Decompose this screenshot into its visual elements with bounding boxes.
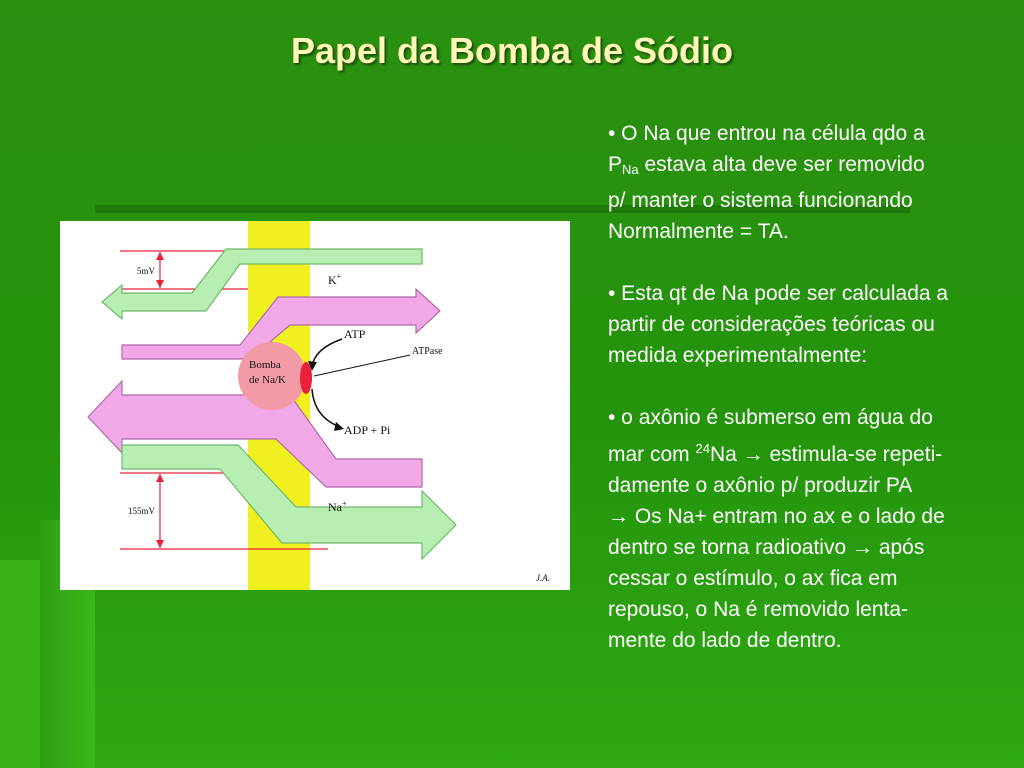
label-k: K+ — [328, 272, 342, 287]
dimension-5mv-arrow-down — [156, 280, 164, 288]
bullet-2: • Esta qt de Na pode ser calculada a par… — [608, 282, 949, 367]
bullet-1-text-b: estava alta deve ser removido p/ manter … — [608, 153, 925, 243]
adp-curve-arrow — [311, 388, 341, 428]
bullet-1: • O Na que entrou na célula qdo a PNa es… — [608, 118, 1024, 247]
label-adp-pi: ADP + Pi — [344, 423, 391, 437]
sodium-potassium-pump — [238, 342, 306, 410]
bullet-3-superscript: 24 — [695, 441, 710, 456]
bullet-text-column: • O Na que entrou na célula qdo a PNa es… — [608, 118, 1024, 656]
adp-arrowhead — [334, 422, 344, 431]
bullet-1-subscript: Na — [622, 162, 639, 177]
pump-diagram: 5mV 155mV Bomba de Na/K K+ ATP ATPase AD… — [87, 221, 550, 590]
dimension-155mv-arrow-down — [156, 540, 164, 548]
dimension-5mv-arrow-up — [156, 252, 164, 260]
decorative-bar-corner — [0, 560, 40, 768]
bullet-3-text-b: Na → estimula-se repeti- damente o axôni… — [608, 443, 945, 652]
atpase-leader-line — [313, 354, 411, 377]
k-efflux-arrow — [101, 248, 423, 321]
bullet-1-text-a: • O Na que entrou na célula qdo a P — [608, 122, 925, 176]
label-atpase: ATPase — [412, 346, 443, 357]
k-influx-arrow — [121, 287, 441, 360]
label-pump-line2: de Na/K — [249, 374, 286, 386]
dimension-155mv-arrow-up — [156, 474, 164, 482]
atp-arrowhead — [308, 361, 317, 371]
signature: J.A. — [536, 573, 550, 583]
label-pump-line1: Bomba — [249, 359, 281, 371]
na-efflux-arrow — [87, 379, 423, 488]
label-5mv: 5mV — [137, 266, 156, 276]
sodium-pump-figure: 5mV 155mV Bomba de Na/K K+ ATP ATPase AD… — [60, 221, 570, 590]
slide-title: Papel da Bomba de Sódio — [290, 30, 734, 71]
na-influx-arrow — [121, 444, 457, 561]
label-155mv: 155mV — [128, 506, 156, 516]
bullet-3-text-a: • o axônio é submerso em água do mar com — [608, 406, 933, 466]
label-atp: ATP — [344, 327, 366, 341]
bullet-3: • o axônio é submerso em água do mar com… — [608, 402, 1024, 656]
decorative-bar-top — [95, 205, 910, 213]
label-na: Na+ — [328, 499, 347, 514]
atpase-site — [300, 362, 312, 394]
